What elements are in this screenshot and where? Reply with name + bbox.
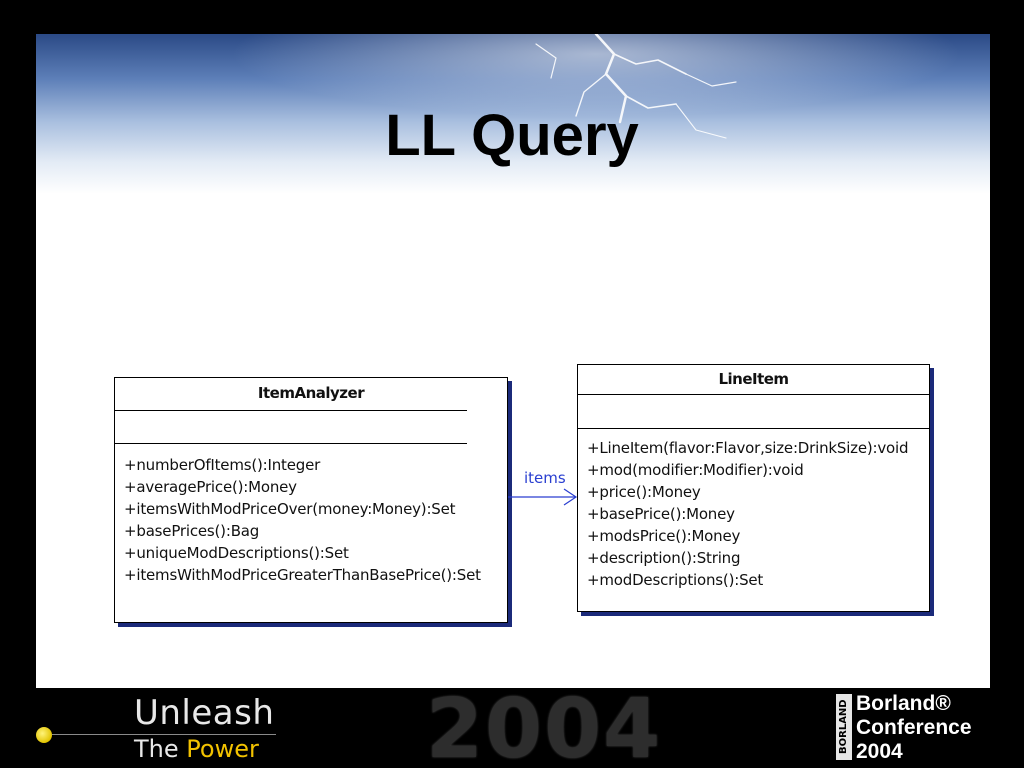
uml-class-itemanalyzer: ItemAnalyzer +numberOfItems():Integer +a… (114, 377, 508, 623)
association-arrow (508, 488, 578, 506)
conference-line-year: 2004 (856, 740, 903, 763)
operations-divider (115, 443, 467, 444)
operation: +modsPrice():Money (587, 527, 741, 545)
conference-line-conference: Conference (856, 716, 972, 739)
operation: +numberOfItems():Integer (124, 456, 321, 474)
borland-logo-text: BORLAND (838, 699, 849, 755)
operation: +averagePrice():Money (124, 478, 297, 496)
lightning-graphic (535, 34, 737, 139)
footer (0, 688, 1024, 768)
slide-title: LL Query (385, 103, 639, 168)
attributes-divider (115, 410, 467, 411)
operation: +basePrices():Bag (124, 522, 260, 540)
operation: +uniqueModDescriptions():Set (124, 544, 349, 562)
conference-line-borland: Borland® (856, 692, 951, 715)
power-word: Power (186, 735, 259, 763)
class-name: ItemAnalyzer (257, 384, 365, 402)
operation: +LineItem(flavor:Flavor,size:DrinkSize):… (587, 439, 909, 457)
yellow-dot-icon (36, 727, 52, 743)
borland-logo: BORLAND (836, 694, 852, 760)
operation: +basePrice():Money (587, 505, 735, 523)
operation: +price():Money (587, 483, 701, 501)
footer-divider-line (52, 734, 276, 735)
unleash-text: Unleash (134, 693, 275, 733)
year-watermark: 2004 (426, 682, 663, 768)
operation: +itemsWithModPriceGreaterThanBasePrice()… (124, 566, 481, 584)
uml-class-lineitem: LineItem +LineItem(flavor:Flavor,size:Dr… (577, 364, 930, 612)
operation: +modDescriptions():Set (587, 571, 764, 589)
attributes-compartment (115, 411, 507, 443)
operations-compartment: +numberOfItems():Integer +averagePrice()… (115, 444, 507, 586)
operation: +mod(modifier:Modifier):void (587, 461, 804, 479)
attributes-compartment (578, 395, 929, 429)
operation: +description():String (587, 549, 741, 567)
class-name: LineItem (578, 365, 929, 395)
association-label: items (524, 469, 566, 487)
header-sky-background (36, 34, 990, 194)
the-power-text: The Power (134, 734, 259, 764)
operations-compartment: +LineItem(flavor:Flavor,size:DrinkSize):… (578, 429, 929, 591)
the-word: The (134, 735, 187, 763)
operation: +itemsWithModPriceOver(money:Money):Set (124, 500, 456, 518)
